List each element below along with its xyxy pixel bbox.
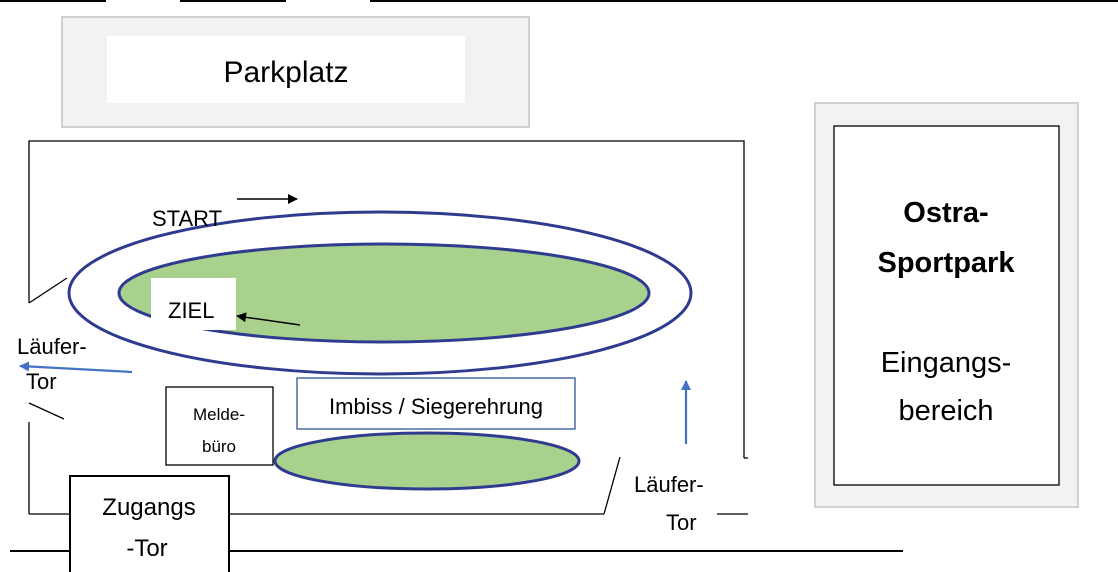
exit-arrow-left xyxy=(19,361,133,374)
ostra-title-line1: Ostra- xyxy=(903,197,988,229)
ziel-label: ZIEL xyxy=(168,298,214,323)
ostra-title-line2: Sportpark xyxy=(878,247,1016,279)
laeufer-tor-right-line1: Läufer- xyxy=(634,472,704,497)
meldebuero-line1: Melde- xyxy=(193,405,245,424)
imbiss-box: Imbiss / Siegerehrung xyxy=(296,377,576,430)
parkplatz-label: Parkplatz xyxy=(223,56,348,89)
ziel-arrow xyxy=(236,312,301,326)
zugangs-tor-box: Zugangs -Tor xyxy=(69,475,230,572)
meldebuero-line2: büro xyxy=(202,437,236,456)
imbiss-label: Imbiss / Siegerehrung xyxy=(329,394,543,419)
parkplatz-panel: Parkplatz xyxy=(61,16,530,128)
start-label: START xyxy=(152,206,222,231)
zugangs-tor-line2: -Tor xyxy=(126,535,167,562)
left-gate-lines xyxy=(28,277,68,420)
meldebuero-box: Melde- büro xyxy=(165,386,274,466)
lower-green-area xyxy=(273,431,581,491)
laeufer-tor-right: Läufer- Tor xyxy=(634,472,704,535)
right-gate-line xyxy=(603,456,621,515)
ostra-sportpark-panel: Ostra- Sportpark Eingangs- bereich xyxy=(814,102,1079,508)
zugangs-tor-line1: Zugangs xyxy=(102,494,195,521)
ziel-label-box xyxy=(151,278,236,330)
laeufer-tor-left-line1: Läufer- xyxy=(17,334,87,359)
eingang-line2: bereich xyxy=(898,395,993,427)
eingang-line1: Eingangs- xyxy=(881,347,1012,379)
laeufer-tor-left-line2: Tor xyxy=(26,369,57,394)
laeufer-tor-right-line2: Tor xyxy=(666,510,697,535)
laeufer-tor-left: Läufer- Tor xyxy=(17,334,87,394)
